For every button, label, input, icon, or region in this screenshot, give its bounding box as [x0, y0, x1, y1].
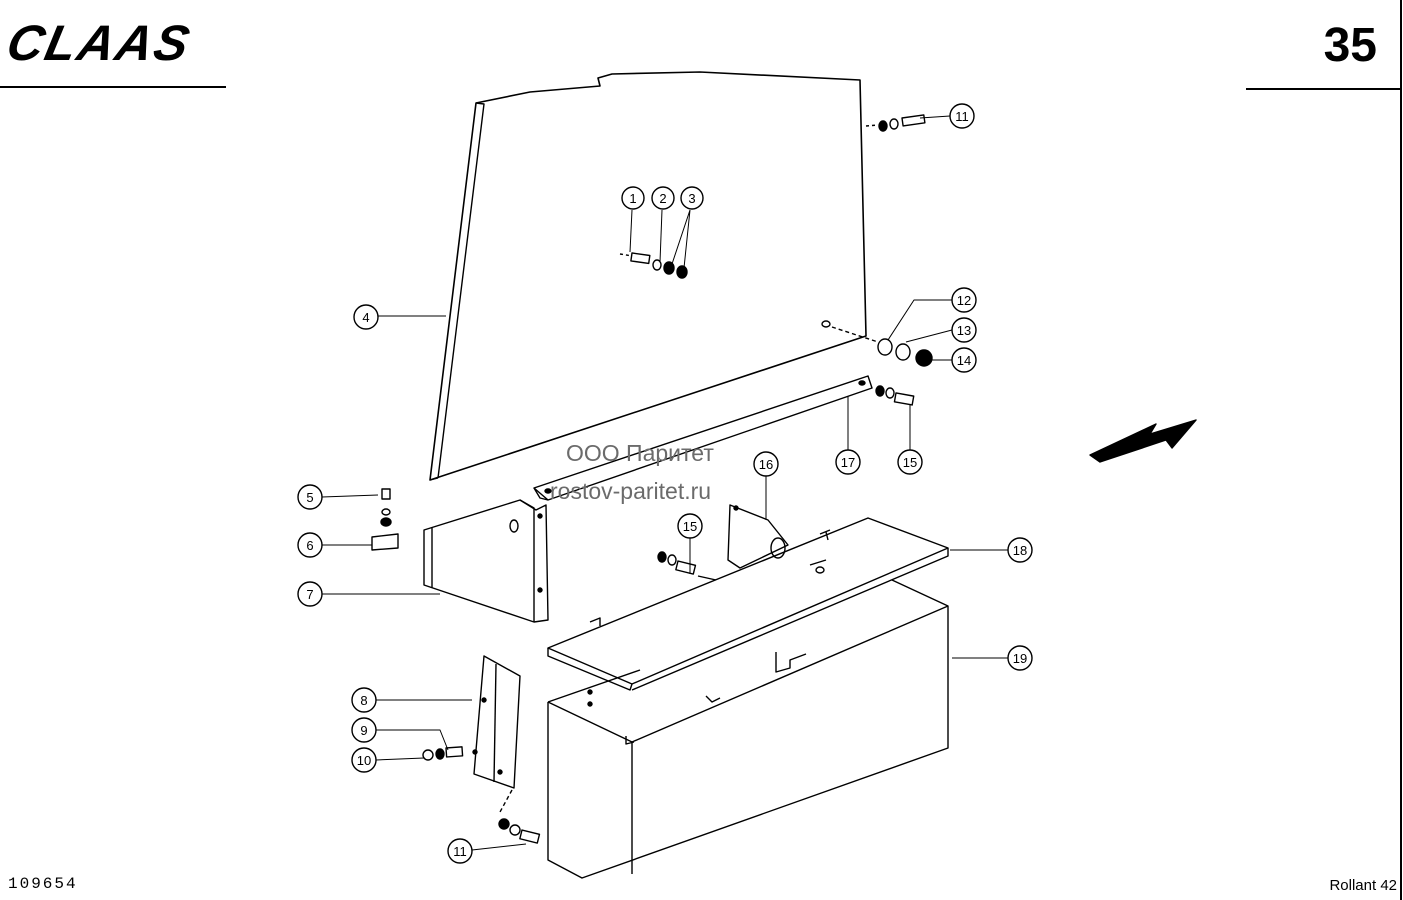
callout-label-19: 19: [1013, 651, 1027, 666]
callout-12: 12: [951, 287, 977, 313]
callout-17: 17: [835, 449, 861, 475]
watermark-company: ООО Паритет: [566, 440, 714, 466]
header-rule-right: [1246, 88, 1401, 90]
leader-lines: [321, 115, 1008, 851]
callout-11-bottom: 11: [447, 838, 473, 864]
callout-15-right: 15: [897, 449, 923, 475]
callout-label-14: 14: [957, 353, 971, 368]
callout-7: 7: [297, 581, 323, 607]
callout-label-3: 3: [688, 191, 695, 206]
fastener-group-9-10: [422, 746, 464, 761]
part-19-box: [547, 579, 949, 879]
watermark-url: rostov-paritet.ru: [550, 478, 712, 504]
fastener-group-11-bottom: [498, 789, 541, 844]
callout-15-middle: 15: [677, 513, 703, 539]
callout-9: 9: [351, 717, 377, 743]
callout-label-11-top: 11: [955, 109, 969, 124]
callout-label-8: 8: [360, 693, 367, 708]
callout-6: 6: [297, 532, 323, 558]
callout-4: 4: [353, 304, 379, 330]
callout-2: 2: [651, 186, 675, 210]
callout-5: 5: [297, 484, 323, 510]
callout-16: 16: [753, 451, 779, 477]
callout-19: 19: [1007, 645, 1033, 671]
callout-label-16: 16: [759, 457, 773, 472]
frame-right-border: [1400, 0, 1402, 900]
part-7-side-bracket: [423, 499, 549, 623]
callout-18: 18: [1007, 537, 1033, 563]
callout-label-13: 13: [957, 323, 971, 338]
callout-label-2: 2: [659, 191, 666, 206]
callout-8: 8: [351, 687, 377, 713]
callout-label-1: 1: [629, 191, 636, 206]
callout-label-11-bottom: 11: [453, 844, 467, 859]
callout-11-top: 11: [949, 103, 975, 129]
page-number: 35: [1323, 19, 1377, 72]
part-16-bracket-plate: [727, 504, 789, 569]
callout-label-18: 18: [1013, 543, 1027, 558]
callout-label-15-middle: 15: [683, 519, 697, 534]
direction-arrow: [1089, 419, 1197, 463]
part-18-lid: [547, 517, 949, 691]
callout-label-15-right: 15: [903, 455, 917, 470]
callout-label-12: 12: [957, 293, 971, 308]
fastener-group-11-top: [865, 114, 926, 132]
model-name: Rollant 42: [1329, 877, 1397, 894]
callout-label-5: 5: [306, 490, 313, 505]
fastener-group-15-middle: [657, 551, 717, 581]
fastener-group-12-13-14: [821, 320, 933, 367]
callout-label-9: 9: [360, 723, 367, 738]
part-4-cover-panel: [429, 71, 867, 481]
header-rule-left: [0, 86, 226, 88]
callout-10: 10: [351, 747, 377, 773]
callout-label-6: 6: [306, 538, 313, 553]
fastener-group-15-right: [875, 385, 915, 406]
part-8-small-plate: [472, 655, 521, 789]
callout-14: 14: [951, 347, 977, 373]
part-5-6-clip: [371, 488, 399, 551]
callout-label-4: 4: [362, 310, 369, 325]
bolt-group-1-2-3: [619, 252, 688, 279]
callout-label-17: 17: [841, 455, 855, 470]
document-number: 109654: [8, 875, 78, 893]
callout-1: 1: [621, 186, 645, 210]
callout-3: 3: [680, 186, 704, 210]
callout-13: 13: [951, 317, 977, 343]
part-17-support-strip: [533, 375, 873, 501]
callout-label-7: 7: [306, 587, 313, 602]
callout-label-10: 10: [357, 753, 371, 768]
